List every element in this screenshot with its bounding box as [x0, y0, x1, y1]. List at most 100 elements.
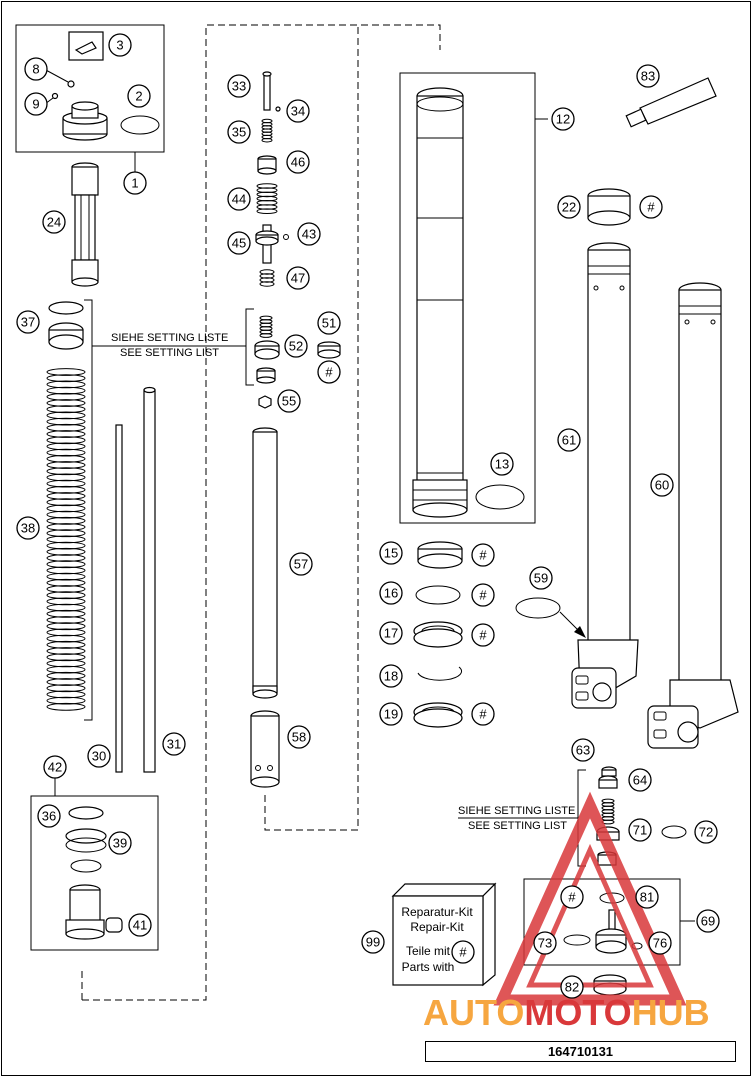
svg-text:22: 22	[562, 200, 576, 215]
callout-51: 51	[317, 311, 341, 335]
o-ring-72	[661, 825, 687, 839]
repair-kit-marker: #	[317, 360, 341, 384]
repair-kit-box	[391, 882, 497, 987]
sleeve-58	[250, 710, 280, 788]
callout-60: 60	[650, 473, 674, 497]
callout-81: 81	[635, 885, 659, 909]
svg-text:37: 37	[21, 315, 35, 330]
seal-17	[413, 621, 463, 648]
callout-38: 38	[16, 516, 40, 540]
svg-text:18: 18	[384, 669, 398, 684]
setting-note-en-left: SEE SETTING LIST	[120, 347, 219, 359]
inner-tube-60	[647, 282, 739, 749]
svg-text:82: 82	[565, 980, 579, 995]
svg-text:#: #	[325, 365, 333, 380]
box-cap-assembly	[15, 24, 165, 153]
spring-seat-37a	[48, 301, 84, 315]
nut-63	[601, 766, 617, 777]
callout-33: 33	[227, 74, 251, 98]
repair-kit-marker: #	[471, 543, 495, 567]
callout-83: 83	[636, 64, 660, 88]
callout-19: 19	[379, 702, 403, 726]
svg-text:13: 13	[495, 457, 509, 472]
piston-rod-24	[71, 162, 99, 287]
outer-tube-12	[412, 87, 468, 518]
o-ring-2	[120, 115, 160, 135]
callout-24: 24	[42, 210, 66, 234]
shim-stack-52a	[259, 315, 273, 338]
callout-35: 35	[227, 120, 251, 144]
rod-30	[115, 424, 123, 773]
callout-82: 82	[560, 975, 584, 999]
svg-text:24: 24	[47, 215, 61, 230]
kit-line-4: Parts with	[402, 960, 455, 974]
callout-16: 16	[379, 581, 403, 605]
fork-spring-38	[46, 368, 86, 711]
svg-text:9: 9	[32, 97, 39, 112]
svg-text:36: 36	[42, 809, 56, 824]
bushing-41	[105, 917, 123, 933]
silicone-grease-83	[625, 77, 717, 128]
callout-59: 59	[529, 566, 553, 590]
callout-69: 69	[696, 909, 720, 933]
svg-text:81: 81	[640, 890, 654, 905]
callout-36: 36	[37, 804, 61, 828]
drawing-number-box: 164710131	[425, 1041, 736, 1062]
svg-text:16: 16	[384, 586, 398, 601]
callout-44: 44	[227, 187, 251, 211]
svg-text:57: 57	[294, 557, 308, 572]
callout-46: 46	[286, 150, 310, 174]
svg-text:#: #	[459, 945, 467, 960]
callout-9: 9	[24, 92, 48, 116]
callout-71: 71	[628, 818, 652, 842]
callout-31: 31	[162, 732, 186, 756]
callout-12: 12	[551, 107, 575, 131]
callout-58: 58	[287, 725, 311, 749]
cartridge-body	[65, 884, 105, 940]
spring-35	[261, 118, 273, 143]
svg-text:73: 73	[538, 936, 552, 951]
svg-text:38: 38	[21, 521, 35, 536]
svg-text:61: 61	[562, 433, 576, 448]
svg-text:8: 8	[32, 62, 39, 77]
svg-text:42: 42	[48, 760, 62, 775]
svg-text:69: 69	[701, 914, 715, 929]
svg-text:60: 60	[655, 478, 669, 493]
callout-55: 55	[277, 389, 301, 413]
callout-61: 61	[557, 428, 581, 452]
callout-layer: 1238924373830314236394133343546444543475…	[16, 33, 720, 999]
callout-72: 72	[694, 820, 718, 844]
svg-text:64: 64	[633, 773, 647, 788]
svg-text:2: 2	[135, 89, 142, 104]
callout-1: 1	[123, 171, 147, 195]
svg-text:63: 63	[576, 743, 590, 758]
callout-39: 39	[108, 831, 132, 855]
callout-30: 30	[87, 744, 111, 768]
callout-43: 43	[297, 222, 321, 246]
kit-line-3: Teile mit	[406, 944, 451, 958]
svg-text:43: 43	[302, 227, 316, 242]
svg-text:71: 71	[633, 823, 647, 838]
o-ring-59	[515, 597, 561, 619]
svg-text:#: #	[647, 200, 655, 215]
svg-text:35: 35	[232, 125, 246, 140]
seat-52c	[256, 367, 276, 384]
svg-text:52: 52	[289, 339, 303, 354]
svg-text:51: 51	[322, 316, 336, 331]
svg-text:17: 17	[384, 626, 398, 641]
inner-tube-61	[571, 242, 639, 709]
callout-63: 63	[571, 738, 595, 762]
svg-text:76: 76	[653, 936, 667, 951]
repair-kit-marker: #	[471, 623, 495, 647]
callout-42: 42	[43, 755, 67, 779]
callout-15: 15	[379, 541, 403, 565]
svg-text:#: #	[479, 707, 487, 722]
svg-text:47: 47	[291, 271, 305, 286]
callout-3: 3	[108, 33, 132, 57]
callout-45: 45	[227, 231, 251, 255]
svg-text:41: 41	[133, 918, 147, 933]
cup-46	[257, 155, 277, 175]
svg-text:72: 72	[699, 825, 713, 840]
svg-text:83: 83	[641, 69, 655, 84]
